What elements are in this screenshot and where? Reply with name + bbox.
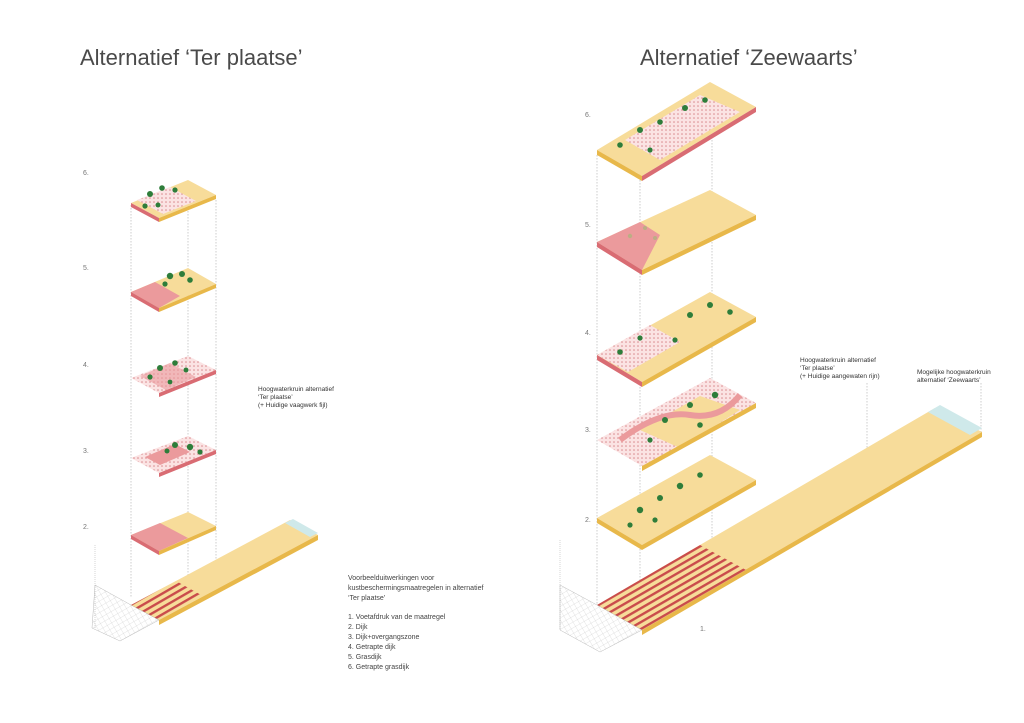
left-layer-number-2: 2. bbox=[83, 524, 89, 531]
right-footprint-hatch bbox=[597, 545, 746, 630]
left-footprint-hatch bbox=[131, 581, 203, 620]
right-layer-number-3: 3. bbox=[585, 427, 591, 434]
right-base-strip bbox=[559, 405, 982, 653]
right-layer-2 bbox=[597, 455, 756, 550]
left-layer-3 bbox=[131, 436, 216, 477]
left-grid-block bbox=[91, 584, 160, 642]
left-layer-number-5: 5. bbox=[83, 265, 89, 272]
left-layer-number-3: 3. bbox=[83, 448, 89, 455]
right-layer-number-4: 4. bbox=[585, 330, 591, 337]
right-title: Alternatief ‘Zeewaarts’ bbox=[640, 44, 858, 70]
right-layer-number-5: 5. bbox=[585, 222, 591, 229]
right-layer-number-6: 6. bbox=[585, 112, 591, 119]
right-layer-3 bbox=[597, 378, 756, 471]
legend-item-6: 6. Getrapte grasdijk bbox=[348, 664, 410, 671]
legend: Voorbeelduitwerkingen voor kustbeschermi… bbox=[348, 574, 488, 673]
left-layer-6 bbox=[131, 180, 216, 222]
legend-item-4: 4. Getrapte dijk bbox=[348, 644, 396, 651]
legend-list: 1. Voetafdruk van de maatregel 2. Dijk 3… bbox=[348, 613, 488, 673]
left-column bbox=[91, 180, 318, 642]
left-layer-5 bbox=[131, 268, 216, 312]
left-layer-4 bbox=[131, 356, 216, 397]
right-layer-4 bbox=[597, 292, 756, 387]
right-column bbox=[559, 82, 982, 653]
left-layer-number-6: 6. bbox=[83, 170, 89, 177]
right-layer-6 bbox=[597, 82, 756, 181]
right-layer-number-2: 2. bbox=[585, 517, 591, 524]
left-annotation: Hoogwaterkruin alternatief ‘Ter plaatse’… bbox=[258, 386, 334, 409]
left-base-strip bbox=[91, 519, 318, 642]
legend-item-5: 5. Grasdijk bbox=[348, 654, 382, 661]
right-annotation-1: Hoogwaterkruin alternatief ‘Ter plaatse’… bbox=[800, 357, 880, 380]
left-layer-number-4: 4. bbox=[83, 362, 89, 369]
legend-intro: Voorbeelduitwerkingen voor kustbeschermi… bbox=[348, 575, 484, 602]
right-annotation-2: Mogelijke hoogwaterkruin alternatief ‘Ze… bbox=[917, 369, 991, 384]
legend-item-3: 3. Dijk+overgangszone bbox=[348, 634, 420, 641]
left-layer-2 bbox=[131, 512, 216, 555]
legend-item-2: 2. Dijk bbox=[348, 624, 368, 631]
right-layer-5 bbox=[597, 190, 756, 275]
right-layer-number-1: 1. bbox=[700, 626, 706, 633]
legend-item-1: 1. Voetafdruk van de maatregel bbox=[348, 614, 446, 621]
left-title: Alternatief ‘Ter plaatse’ bbox=[80, 44, 303, 70]
